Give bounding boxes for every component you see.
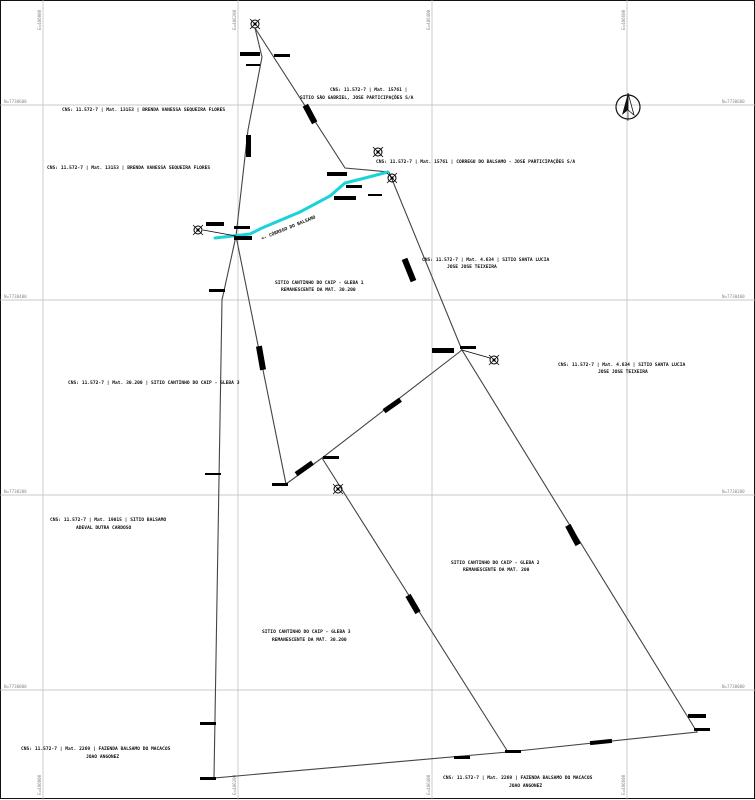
- boundary-line: [235, 235, 463, 485]
- vertex-marker: [272, 483, 288, 486]
- segment-marker: [205, 473, 221, 475]
- vertex-marker: [334, 196, 356, 200]
- northing-label: N=7730000: [4, 684, 27, 689]
- northing-label: N=7730000: [722, 684, 745, 689]
- segment-marker: [382, 397, 402, 414]
- vertex-marker: [234, 236, 252, 240]
- segment-marker: [565, 523, 581, 547]
- vertex-marker: [234, 226, 250, 229]
- stream-corrego-do-balsamo: [213, 170, 390, 240]
- property-boundaries: [213, 27, 698, 779]
- parcel-labels: CNS: 11.572-7 | Mat. 15761 | SITIO SÃO G…: [21, 87, 688, 789]
- vertex-marker: [694, 728, 710, 731]
- segment-marker: [401, 257, 417, 283]
- neighbor-label-mid-right-2: CNS: 11.572-7 | Mat. 4.634 | SITIO SANTA…: [558, 362, 688, 375]
- boundary-markers: [200, 52, 710, 780]
- vertex-marker: [432, 348, 454, 353]
- parcel-label-gleba-3: SITIO CANTINHO DO CAIP - GLEBA 3 REMANES…: [262, 629, 353, 643]
- vertex-marker: [323, 456, 339, 459]
- survey-marker-icon: [192, 224, 204, 236]
- northing-label: N=7730400: [4, 294, 27, 299]
- neighbor-label-top: CNS: 11.572-7 | Mat. 15761 | SITIO SÃO G…: [300, 87, 414, 101]
- vertex-marker: [327, 172, 347, 176]
- northing-label: N=7730200: [4, 489, 27, 494]
- survey-marker-icon: [249, 18, 261, 30]
- northing-label: N=7730400: [722, 294, 745, 299]
- segment-marker: [246, 135, 251, 157]
- survey-marker-icon: [372, 146, 384, 158]
- neighbor-label-mid-left: CNS: 11.572-7 | Mat. 30.200 | SITIO CANT…: [68, 380, 240, 386]
- survey-marker-icon: [332, 483, 344, 495]
- easting-label: E=486000: [37, 774, 42, 795]
- vertex-marker: [505, 750, 521, 753]
- vertex-marker: [460, 346, 476, 349]
- neighbor-label-bottom-left: CNS: 11.572-7 | Mat. 2269 | FAZENDA BALS…: [21, 746, 173, 760]
- north-arrow-icon: [615, 92, 641, 121]
- parcel-label-gleba-2: SITIO CANTINHO DO CAIP - GLEBA 2 REMANES…: [451, 560, 542, 573]
- neighbor-label-upper-right: CNS: 11.572-7 | Mat. 15761 | CORREGO DO …: [376, 158, 575, 165]
- vertex-marker: [200, 722, 216, 725]
- northing-label: N=7730200: [722, 489, 745, 494]
- segment-marker: [454, 756, 470, 759]
- easting-label: E=486200: [232, 774, 237, 795]
- neighbor-label-upper-left-2: CNS: 11.572-7 | Mat. 13153 | BRENDA VANE…: [47, 165, 210, 171]
- boundary-line: [213, 27, 698, 779]
- grid-labels: E=486000 E=486200 E=486400 E=486600 E=48…: [4, 9, 745, 795]
- survey-marker-icon: [488, 354, 500, 366]
- segment-marker: [294, 460, 314, 477]
- survey-marker-icon: [386, 172, 398, 184]
- segment-marker: [302, 103, 318, 125]
- neighbor-label-left: CNS: 11.572-7 | Mat. 19015 | SITIO BALSA…: [50, 517, 169, 531]
- northing-label: N=7730600: [4, 99, 27, 104]
- easting-label: E=486400: [426, 774, 431, 795]
- segment-marker: [589, 738, 613, 746]
- vertex-marker: [368, 194, 382, 196]
- neighbor-label-bottom-right: CNS: 11.572-7 | Mat. 2269 | FAZENDA BALS…: [443, 775, 595, 789]
- easting-label: E=486200: [232, 9, 237, 30]
- easting-label: E=486600: [621, 774, 626, 795]
- segment-marker: [209, 289, 225, 292]
- survey-markers: [192, 18, 500, 495]
- segment-marker: [405, 593, 421, 615]
- vertex-marker: [200, 777, 216, 780]
- easting-label: E=486600: [621, 9, 626, 30]
- neighbor-label-upper-left-1: CNS: 11.572-7 | Mat. 13153 | BRENDA VANE…: [62, 107, 225, 113]
- vertex-marker: [206, 222, 224, 226]
- easting-label: E=486000: [37, 9, 42, 30]
- parcel-label-gleba-1: SITIO CANTINHO DO CAIP - GLEBA 1 REMANES…: [275, 280, 366, 293]
- segment-marker: [255, 345, 267, 371]
- vertex-marker: [346, 185, 362, 188]
- vertex-marker: [246, 64, 260, 66]
- vertex-marker: [240, 52, 260, 56]
- northing-label: N=7730600: [722, 99, 745, 104]
- vertex-marker: [688, 714, 706, 718]
- easting-label: E=486400: [426, 9, 431, 30]
- neighbor-label-mid-right-1: CNS: 11.572-7 | Mat. 4.634 | SITIO SANTA…: [422, 257, 552, 270]
- vertex-marker: [274, 54, 290, 57]
